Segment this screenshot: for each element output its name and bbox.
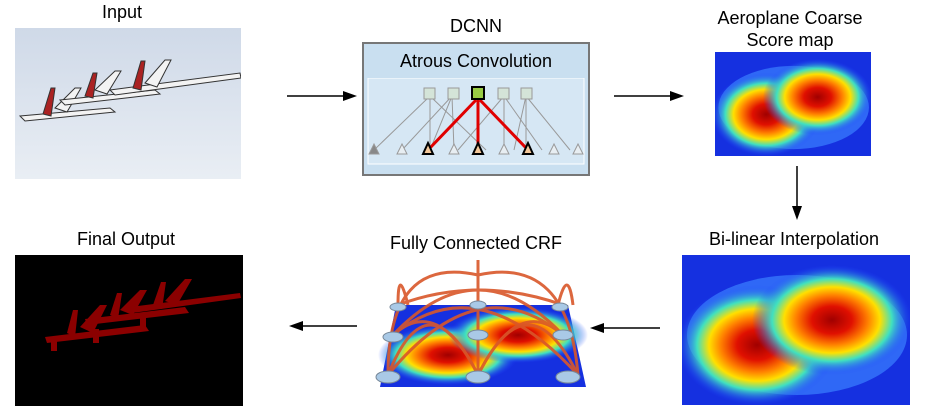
dcnn-label: DCNN [450, 16, 502, 36]
final-output-label: Final Output [76, 229, 176, 249]
atrous-convolution-title: Atrous Convolution [399, 51, 553, 71]
airplane-icon [18, 59, 241, 122]
crf-diagram [368, 255, 592, 390]
coarse-score-label-line1: Aeroplane Coarse [717, 8, 863, 28]
arrow-bilinear-to-crf [590, 322, 660, 334]
arrow-dcnn-to-coarse [614, 90, 684, 102]
input-image [15, 28, 241, 179]
segmentation-mask [45, 279, 241, 351]
bilinear-label: Bi-linear Interpolation [708, 229, 880, 249]
arrow-input-to-dcnn [287, 90, 357, 102]
crf-edges [386, 260, 580, 377]
final-output-image [15, 255, 243, 406]
arrow-coarse-to-bilinear [791, 166, 803, 220]
arrow-crf-to-output [289, 320, 357, 332]
dcnn-box: Atrous Convolution [362, 42, 590, 176]
coarse-score-map [715, 52, 871, 156]
crf-nodes [375, 300, 581, 384]
crf-label: Fully Connected CRF [389, 233, 563, 253]
bilinear-score-map [682, 255, 910, 405]
output-node [471, 86, 485, 100]
input-label: Input [101, 2, 143, 22]
atrous-convolution-diagram [367, 78, 585, 165]
coarse-score-label-line2: Score map [746, 30, 834, 50]
